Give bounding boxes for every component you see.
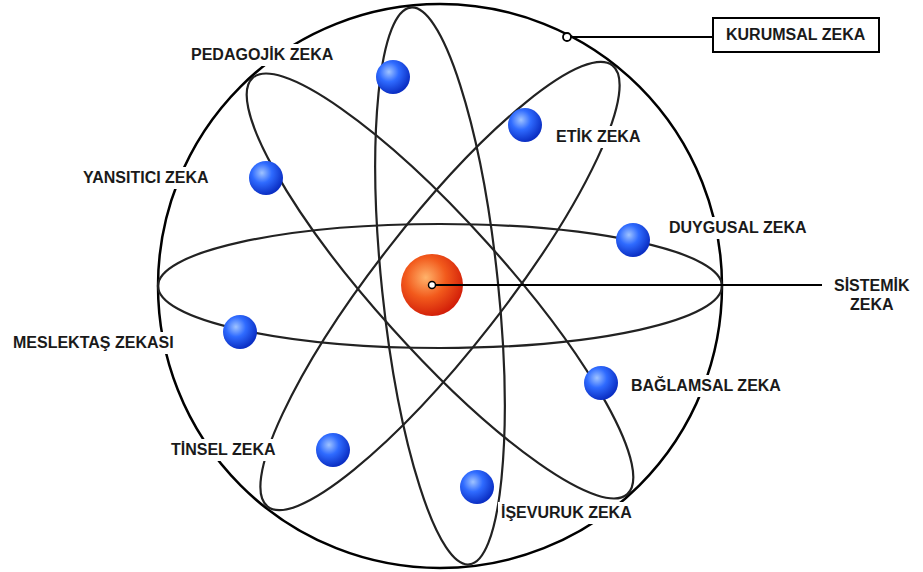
electron (508, 108, 542, 142)
leader-dot (429, 282, 436, 289)
electron-label: ETİK ZEKA (553, 126, 643, 147)
electron (223, 315, 257, 349)
electron (376, 60, 410, 94)
leader-dot (563, 33, 571, 41)
electron (460, 470, 494, 504)
electron (584, 366, 618, 400)
electron-label: TİNSEL ZEKA (168, 439, 279, 460)
electron (316, 433, 350, 467)
leader-line (432, 284, 822, 286)
electron-label: DUYGUSAL ZEKA (666, 217, 810, 238)
electron-label: MESLEKTAŞ ZEKASI (10, 332, 177, 353)
orbit (353, 1, 527, 570)
electron (616, 223, 650, 257)
electron-label: BAĞLAMSAL ZEKA (628, 375, 784, 396)
box-label: KURUMSAL ZEKA (726, 25, 866, 44)
label-box: KURUMSAL ZEKA (712, 17, 880, 53)
electron-label: PEDAGOJİK ZEKA (188, 44, 336, 65)
electron-label: YANSITICI ZEKA (80, 167, 212, 188)
electron (249, 161, 283, 195)
leader-line (571, 36, 712, 38)
electron-label: İŞEVURUK ZEKA (498, 502, 635, 523)
nucleus-label: SİSTEMİK ZEKA (832, 275, 912, 315)
